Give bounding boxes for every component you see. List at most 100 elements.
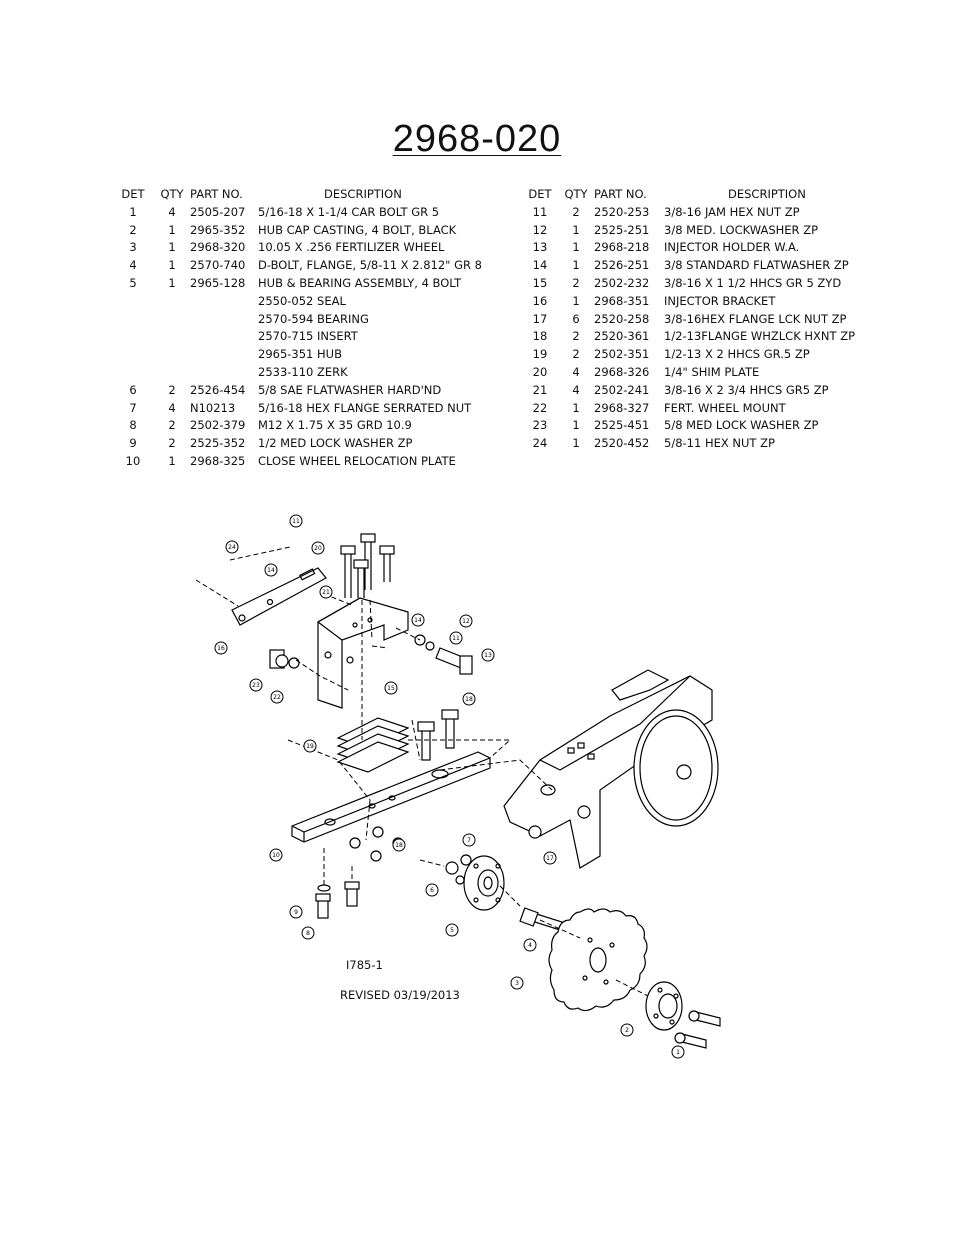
cell-part: 2502-351	[594, 347, 650, 362]
cell-desc: HUB & BEARING ASSEMBLY, 4 BOLT	[258, 275, 462, 290]
balloon-11: 11	[289, 514, 303, 528]
cell-det: 9	[129, 436, 137, 451]
balloon-16: 16	[214, 641, 228, 655]
cell-det: 7	[129, 400, 137, 415]
svg-text:17: 17	[546, 855, 554, 862]
cell-qty: 1	[168, 275, 176, 290]
cell-desc: 3/8 STANDARD FLATWASHER ZP	[664, 258, 849, 273]
svg-text:13: 13	[484, 652, 492, 659]
table-header: DET QTY PART NO. DESCRIPTION	[112, 186, 532, 204]
cell-det: 18	[532, 329, 548, 344]
drawing-title: 2968-020	[392, 118, 562, 160]
cell-part: 2525-251	[594, 222, 650, 237]
cell-part: 2505-207	[190, 204, 246, 219]
cell-desc: 2965-351 HUB	[258, 347, 342, 362]
cell-desc: 3/8-16HEX FLANGE LCK NUT ZP	[664, 311, 847, 326]
svg-text:9: 9	[294, 909, 298, 916]
table-row: 2550-052 SEAL	[112, 293, 532, 311]
shim-plates	[336, 717, 410, 773]
table-row: 2570-715 INSERT	[112, 328, 532, 346]
cell-det: 12	[532, 222, 548, 237]
cell-part: 2965-128	[190, 275, 246, 290]
cell-desc: 5/8 SAE FLATWASHER HARD'ND	[258, 382, 442, 397]
mid-bolts	[349, 709, 459, 862]
cell-part: 2525-352	[190, 436, 246, 451]
cell-desc: 3/8 MED. LOCKWASHER ZP	[664, 222, 819, 237]
svg-text:19: 19	[306, 743, 314, 750]
svg-text:21: 21	[322, 589, 330, 596]
cell-qty: 1	[572, 258, 580, 273]
fert-wheel-mount	[317, 597, 409, 709]
cell-desc: 5/8-11 HEX NUT ZP	[664, 436, 775, 451]
cell-desc: D-BOLT, FLANGE, 5/8-11 X 2.812" GR 8	[258, 258, 482, 273]
header-part: PART NO.	[594, 187, 647, 201]
svg-text:14: 14	[414, 617, 422, 624]
cell-qty: 2	[168, 418, 176, 433]
cell-det: 24	[532, 436, 548, 451]
cell-qty: 2	[168, 382, 176, 397]
cell-det: 4	[129, 258, 137, 273]
cell-qty: 1	[572, 293, 580, 308]
cell-qty: 2	[572, 275, 580, 290]
cell-part: 2968-218	[594, 240, 650, 255]
svg-text:11: 11	[292, 518, 300, 525]
revised-date: REVISED 03/19/2013	[340, 988, 460, 1002]
cell-desc: M12 X 1.75 X 35 GRD 10.9	[258, 418, 412, 433]
cell-qty: 2	[572, 204, 580, 219]
cell-det: 17	[532, 311, 548, 326]
cell-desc: 1/4" SHIM PLATE	[664, 364, 760, 379]
balloon-1: 1	[671, 1045, 685, 1059]
row-unit-frame	[503, 669, 719, 869]
cell-part: 2520-258	[594, 311, 650, 326]
balloon-5: 5	[445, 923, 459, 937]
cell-det: 11	[532, 204, 548, 219]
balloon-4: 4	[523, 938, 537, 952]
balloon-18: 18	[392, 838, 406, 852]
cell-part: 2526-251	[594, 258, 650, 273]
cell-det: 10	[125, 453, 141, 468]
hub-cap	[645, 981, 683, 1031]
table-row: 2965-351 HUB	[112, 346, 532, 364]
table-row: 2570-594 BEARING	[112, 311, 532, 329]
cell-desc: INJECTOR BRACKET	[664, 293, 776, 308]
balloon-23: 23	[249, 678, 263, 692]
cell-desc: 5/16-18 HEX FLANGE SERRATED NUT	[258, 400, 472, 415]
cell-part: N10213	[190, 400, 236, 415]
cell-part: 2520-452	[594, 436, 650, 451]
injector-holder	[414, 634, 473, 675]
cell-det: 6	[129, 382, 137, 397]
cell-desc: 10.05 X .256 FERTILIZER WHEEL	[258, 240, 445, 255]
cell-desc: 2550-052 SEAL	[258, 293, 346, 308]
balloon-7: 7	[462, 833, 476, 847]
cell-det: 2	[129, 222, 137, 237]
balloon-6: 6	[425, 883, 439, 897]
balloon-19: 19	[303, 739, 317, 753]
svg-text:18: 18	[395, 842, 403, 849]
svg-text:2: 2	[625, 1027, 629, 1034]
cell-qty: 1	[572, 418, 580, 433]
balloon-15: 15	[384, 681, 398, 695]
part-balloons: 1234567891011111213141415161718181920212…	[214, 514, 685, 1059]
cell-desc: 2533-110 ZERK	[258, 364, 348, 379]
cell-qty: 1	[168, 240, 176, 255]
cell-det: 8	[129, 418, 137, 433]
cell-desc: 3/8-16 X 1 1/2 HHCS GR 5 ZYD	[664, 275, 842, 290]
cell-qty: 1	[168, 453, 176, 468]
cell-qty: 1	[572, 400, 580, 415]
cell-det: 21	[532, 382, 548, 397]
svg-text:3: 3	[515, 980, 519, 987]
cell-desc: 1/2 MED LOCK WASHER ZP	[258, 436, 413, 451]
svg-text:11: 11	[452, 635, 460, 642]
balloon-9: 9	[289, 905, 303, 919]
balloon-13: 13	[481, 648, 495, 662]
svg-text:5: 5	[450, 927, 454, 934]
top-bolts	[340, 533, 395, 598]
